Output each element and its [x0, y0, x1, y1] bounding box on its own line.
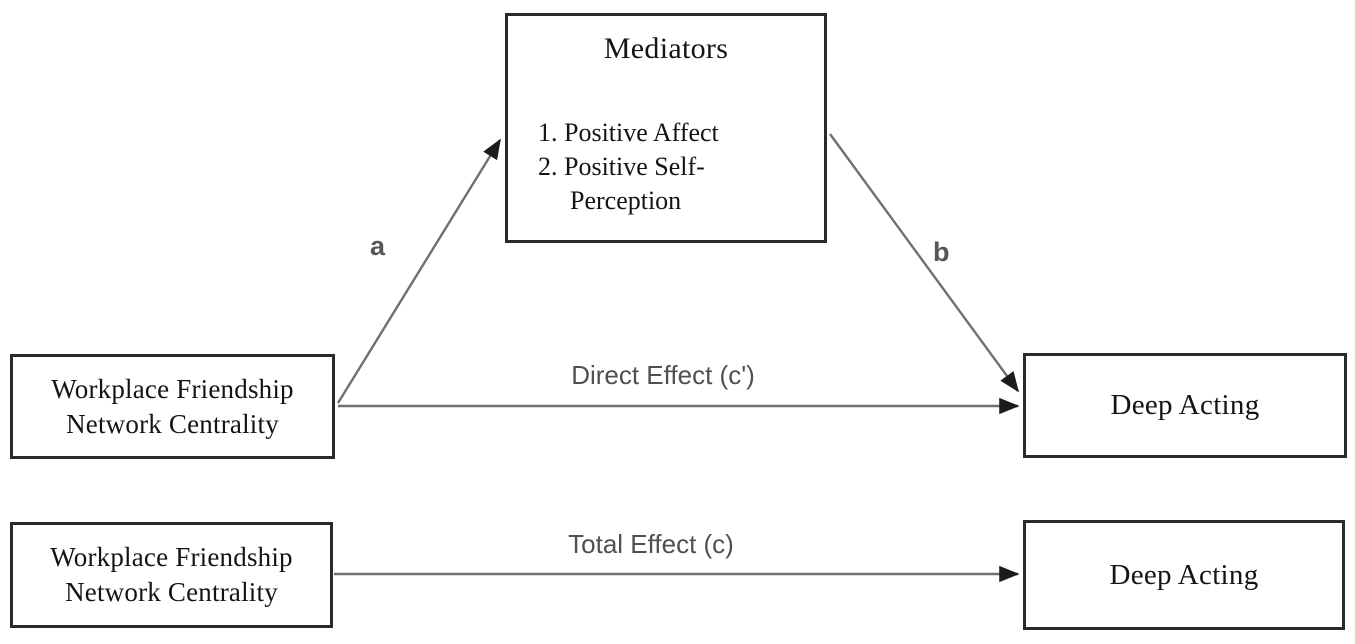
mediators-title: Mediators	[603, 32, 729, 65]
mediator-item-1: 1. Positive Affect	[538, 118, 719, 147]
path-a-label: a	[370, 231, 386, 261]
direct-effect-label: Direct Effect (c')	[571, 360, 755, 390]
mediators-box: Mediators 1. Positive Affect 2. Positive…	[505, 13, 827, 243]
total-effect-label: Total Effect (c)	[568, 529, 734, 559]
mediators-list: 1. Positive Affect 2. Positive Self- Per…	[508, 116, 824, 218]
row1-outcome-box: Deep Acting	[1023, 353, 1347, 458]
row1-predictor-box: Workplace Friendship Network Centrality	[10, 354, 335, 459]
path-b-label: b	[933, 237, 950, 267]
path-a-arrow	[336, 138, 502, 404]
row2-outcome-label: Deep Acting	[1109, 558, 1259, 591]
mediator-item-2: 2. Positive Self- Perception	[538, 152, 705, 215]
row2-predictor-box: Workplace Friendship Network Centrality	[10, 522, 333, 628]
row1-outcome-label: Deep Acting	[1110, 389, 1260, 421]
row1-predictor-label: Workplace Friendship Network Centrality	[51, 373, 294, 439]
row2-predictor-label: Workplace Friendship Network Centrality	[50, 542, 293, 607]
row2-outcome-box: Deep Acting	[1023, 520, 1345, 630]
path-b-arrow	[829, 133, 1019, 393]
